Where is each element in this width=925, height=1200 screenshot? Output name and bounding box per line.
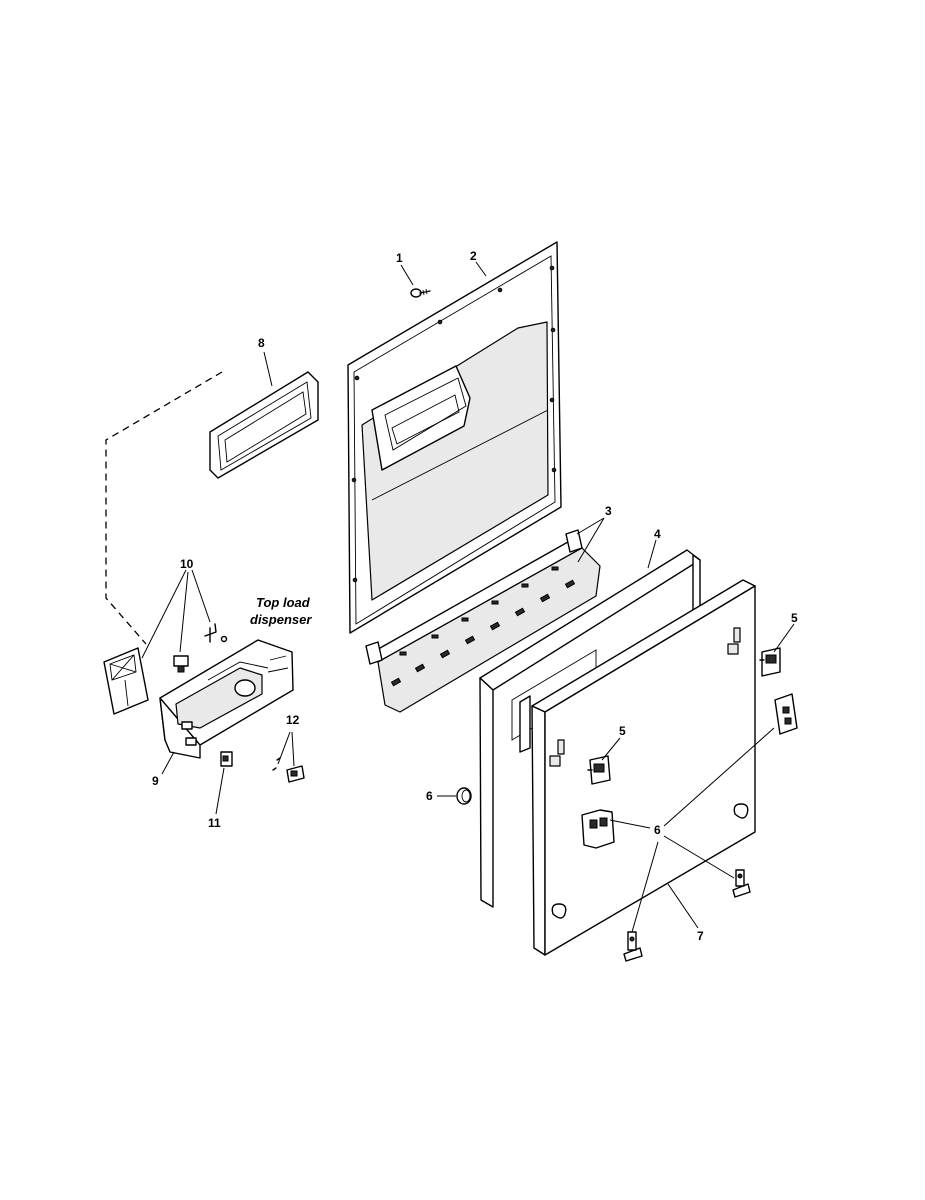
part-12-small-parts: [272, 757, 305, 783]
callout-11: 11: [208, 816, 221, 830]
callout-3: 3: [605, 504, 612, 518]
callout-6-plug: 6: [426, 789, 433, 803]
part-6-foot-right: [732, 869, 751, 898]
callout-7: 7: [697, 929, 704, 943]
callout-12: 12: [286, 713, 300, 727]
part-2-inner-door-panel: [347, 241, 562, 634]
part-10-lever: [204, 623, 228, 643]
part-7-outer-door-panel: [519, 579, 756, 956]
part-10-dispenser-cover: [103, 647, 149, 715]
callout-5-lower: 5: [619, 724, 626, 738]
part-6-foot-left: [623, 931, 643, 962]
part-11-clip: [220, 751, 233, 767]
callout-2: 2: [470, 249, 477, 263]
part-9-dispenser: [159, 639, 294, 759]
assembly-dashed-line: [105, 371, 223, 645]
callout-8: 8: [258, 336, 265, 350]
part-8-gasket: [209, 371, 319, 479]
part-6-bracket-lower: [581, 809, 615, 849]
leader-lines: [141, 261, 795, 933]
callout-10: 10: [180, 557, 194, 571]
part-10-spring: [173, 655, 189, 673]
caption-line-2: dispenser: [250, 612, 312, 627]
part-6-bracket-upper: [774, 693, 798, 735]
callout-1: 1: [396, 251, 403, 265]
callout-6-cluster: 6: [654, 823, 661, 837]
callout-4: 4: [654, 527, 661, 541]
part-5-latch-lower: [587, 755, 611, 785]
callout-5-upper: 5: [791, 611, 798, 625]
part-6-plug: [456, 787, 472, 805]
part-1-screw: [410, 288, 431, 298]
part-5-latch-upper: [759, 647, 781, 677]
part-3-vent-strip: [365, 529, 601, 713]
caption-line-1: Top load: [256, 595, 311, 610]
callout-9: 9: [152, 774, 159, 788]
